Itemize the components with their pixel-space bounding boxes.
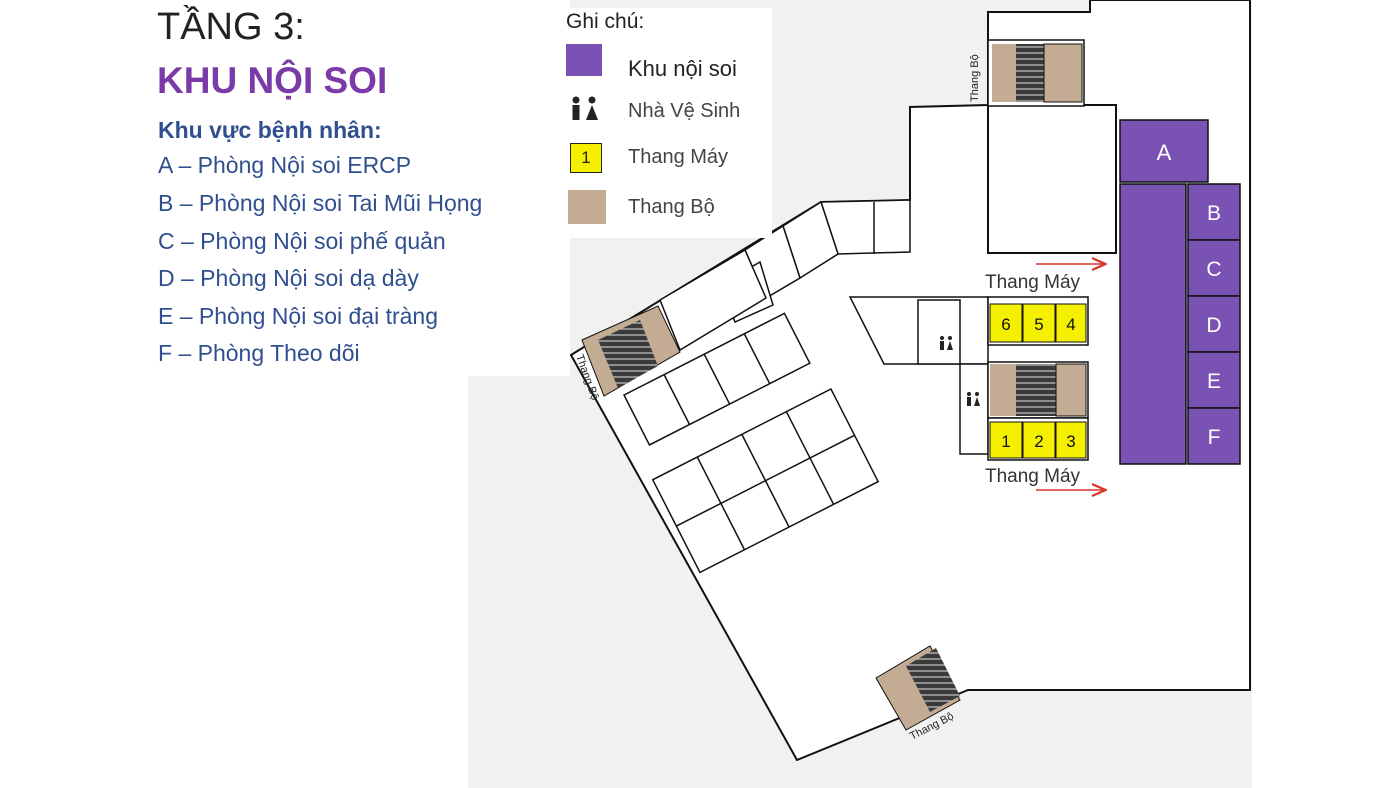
room-list-item: B – Phòng Nội soi Tai Mũi Họng — [158, 190, 483, 216]
elevator-number: 1 — [1001, 432, 1010, 451]
room-list-item: E – Phòng Nội soi đại tràng — [158, 303, 439, 329]
room-label-a: A — [1157, 140, 1172, 165]
room-e — [1187, 351, 1241, 409]
elevator-swatch: 1 — [570, 143, 602, 173]
legend-label-elevator: Thang Máy — [628, 146, 729, 168]
stairs-block-top — [992, 44, 1016, 102]
room-list-item: F – Phòng Theo dõi — [158, 340, 360, 366]
elevator-label-top: Thang Máy — [985, 272, 1081, 293]
elevator-6 — [989, 303, 1023, 343]
restroom-room — [959, 363, 989, 455]
room-label-d: D — [1206, 314, 1221, 337]
room-list-item: C – Phòng Nội soi phế quản — [158, 228, 446, 254]
stairs-swatch — [568, 190, 606, 224]
room-label-c: C — [1206, 258, 1221, 281]
elevator-number: 2 — [1034, 432, 1043, 451]
restroom-icon — [572, 96, 598, 120]
room-c — [1187, 239, 1241, 297]
endoscopy-zone-swatch — [566, 44, 602, 76]
room-list-item: D – Phòng Nội soi dạ dày — [158, 265, 419, 291]
zone-title: KHU NỘI SOI — [157, 60, 388, 101]
stairs-steps-bottom — [906, 648, 960, 712]
stairs-steps-left — [598, 320, 658, 388]
elevator-label-bottom: Thang Máy — [985, 466, 1081, 487]
room-d — [1187, 295, 1241, 353]
endoscopy-corridor — [1119, 183, 1187, 465]
stairs-landing-center — [1055, 363, 1087, 417]
room-label-f: F — [1208, 426, 1221, 449]
stairs-landing-top — [1043, 43, 1083, 103]
elevator-5 — [1022, 303, 1056, 343]
center-room-grid-b — [651, 387, 880, 574]
elevator-number: 4 — [1066, 315, 1075, 334]
info-panel — [148, 0, 570, 376]
room-label-b: B — [1207, 202, 1221, 225]
restroom-icon — [967, 392, 980, 406]
stairs-steps-top — [1016, 44, 1044, 102]
legend-label-restroom: Nhà Vệ Sinh — [628, 100, 741, 122]
elevator-number: 3 — [1066, 432, 1075, 451]
elevator-3 — [1055, 421, 1087, 459]
legend-title: Ghi chú: — [566, 10, 645, 33]
restroom-icon — [940, 336, 953, 350]
legend-label-endoscopy: Khu nội soi — [628, 56, 737, 81]
corridor-room — [659, 248, 767, 352]
legend-label-stairs: Thang Bộ — [628, 196, 715, 218]
stairs-steps-center — [1016, 364, 1056, 416]
room-list-item: A – Phòng Nội soi ERCP — [158, 152, 412, 178]
elevator-1 — [989, 421, 1023, 459]
elevator-2 — [1022, 421, 1056, 459]
stairs-label-top: Thang Bộ — [969, 54, 981, 102]
room-a — [1119, 119, 1209, 183]
elevator-number: 5 — [1034, 315, 1043, 334]
elevator-number: 6 — [1001, 315, 1010, 334]
elevator-4 — [1055, 303, 1087, 343]
upper-wing-room — [987, 104, 1117, 254]
stairs-block-center — [990, 364, 1016, 416]
room-b — [1187, 183, 1241, 241]
floor-title: TẦNG 3: — [157, 6, 305, 48]
room-label-e: E — [1207, 370, 1221, 393]
restroom-room — [917, 299, 961, 365]
center-room-grid-a — [623, 312, 811, 446]
room-f — [1187, 407, 1241, 465]
patient-area-heading: Khu vực bệnh nhân: — [158, 117, 382, 143]
